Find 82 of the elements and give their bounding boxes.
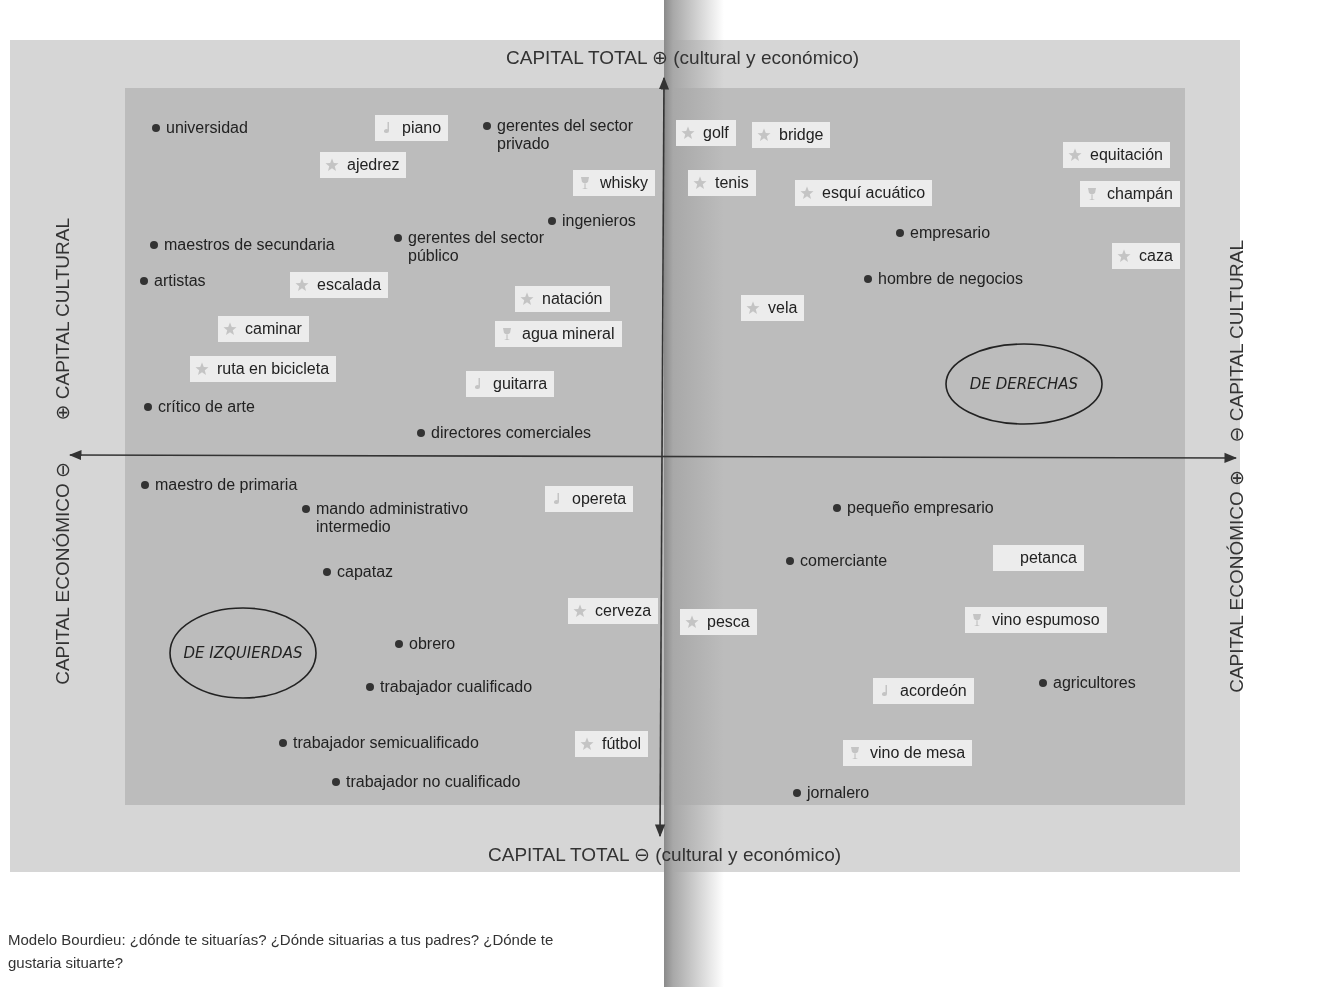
point-label: mando administrativo intermedio	[302, 500, 516, 536]
point-label: directores comerciales	[417, 424, 592, 442]
caption: Modelo Bourdieu: ¿dónde te situarías? ¿Dónde situarias a tus padres? ¿Dónde te gustaria situarte?	[8, 930, 555, 973]
item-tag	[843, 740, 973, 766]
item-label: equitación	[1090, 145, 1163, 165]
point-label: ingenieros	[548, 212, 636, 230]
item-tag	[515, 286, 610, 312]
item-tag	[573, 170, 655, 196]
item-label: caminar	[245, 319, 302, 339]
item-label: guitarra	[493, 374, 548, 394]
point-label: trabajador semicualificado	[279, 734, 479, 752]
item-tag	[320, 152, 407, 178]
item-tag	[1112, 243, 1180, 269]
item-label: natación	[542, 289, 603, 309]
axis-label: ⊖ CAPITAL CULTURAL	[1226, 240, 1248, 443]
item-label: agua mineral	[522, 324, 615, 344]
point-label: pequeño empresario	[833, 499, 994, 517]
item-label: fútbol	[602, 734, 642, 754]
item-label: DE DERECHAS	[968, 375, 1080, 393]
item-tag	[688, 170, 756, 196]
point-label: maestro de primaria	[141, 476, 298, 494]
point-label: trabajador cualificado	[366, 678, 533, 696]
item-label: vino espumoso	[992, 610, 1100, 630]
axis-label: ⊕ CAPITAL CULTURAL	[52, 218, 74, 421]
item-tag	[190, 356, 337, 382]
item-label: DE IZQUIERDAS	[182, 644, 304, 662]
item-tag	[375, 115, 449, 141]
item-tag	[575, 731, 649, 757]
hand-drawn-ellipse	[944, 342, 1104, 426]
item-tag	[466, 371, 555, 397]
hand-drawn-ellipse	[168, 606, 318, 700]
item-tag	[873, 678, 974, 704]
item-label: esquí acuático	[822, 183, 926, 203]
item-tag	[795, 180, 933, 206]
item-tag	[545, 486, 634, 512]
item-label: champán	[1107, 184, 1173, 204]
point-label: artistas	[140, 272, 206, 290]
point-label: empresario	[896, 224, 991, 242]
point-label: jornalero	[793, 784, 870, 802]
item-label: caza	[1139, 246, 1173, 266]
item-label: cerveza	[595, 601, 652, 621]
item-label: whisky	[600, 173, 648, 193]
item-tag	[495, 321, 622, 347]
item-tag	[568, 598, 659, 624]
item-label: escalada	[317, 275, 382, 295]
point-label: gerentes del sector público	[394, 229, 548, 265]
item-label: ajedrez	[347, 155, 400, 175]
item-label: bridge	[779, 125, 824, 145]
axis-label: CAPITAL ECONÓMICO ⊖	[52, 462, 74, 685]
axis-label: CAPITAL ECONÓMICO ⊕	[1226, 470, 1248, 693]
item-tag	[218, 316, 309, 342]
axis-label: CAPITAL TOTAL ⊕ (cultural y económico)	[506, 46, 860, 69]
item-label: pesca	[707, 612, 750, 632]
point-label: agricultores	[1039, 674, 1136, 692]
point-label: universidad	[152, 119, 248, 137]
point-label: gerentes del sector privado	[483, 117, 637, 153]
item-label: ruta en bicicleta	[217, 359, 330, 379]
item-tag	[680, 609, 757, 635]
item-tag	[752, 122, 831, 148]
item-tag	[1063, 142, 1170, 168]
point-label: maestros de secundaria	[150, 236, 335, 254]
item-label: petanca	[1020, 548, 1077, 568]
point-label: hombre de negocios	[864, 270, 1023, 288]
item-label: tenis	[715, 173, 749, 193]
item-label: acordeón	[900, 681, 967, 701]
item-tag	[993, 545, 1084, 571]
point-label: trabajador no cualificado	[332, 773, 521, 791]
point-label: comerciante	[786, 552, 888, 570]
point-label: obrero	[395, 635, 456, 653]
item-label: opereta	[572, 489, 627, 509]
item-label: golf	[703, 123, 729, 143]
item-tag	[290, 272, 389, 298]
item-tag	[965, 607, 1107, 633]
axis-label: CAPITAL TOTAL ⊖ (cultural y económico)	[488, 843, 842, 866]
item-tag	[676, 120, 736, 146]
point-label: crítico de arte	[144, 398, 255, 416]
item-label: vela	[768, 298, 798, 318]
item-label: vino de mesa	[870, 743, 966, 763]
point-label: capataz	[323, 563, 394, 581]
item-label: piano	[402, 118, 442, 138]
item-tag	[741, 295, 805, 321]
item-tag	[1080, 181, 1180, 207]
